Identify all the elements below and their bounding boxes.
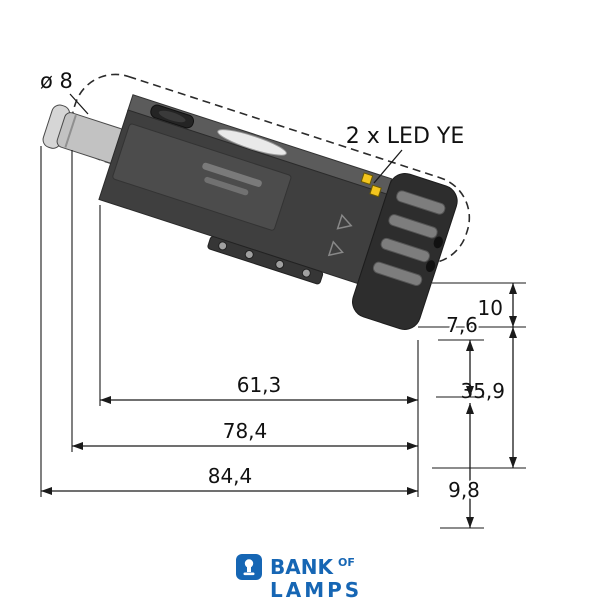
led-leader (373, 149, 403, 184)
dim-text-clamp-top: 10 (478, 296, 503, 320)
connector-ridge (64, 114, 77, 148)
printed-text-placeholder (204, 176, 249, 196)
mounting-hole (244, 250, 254, 260)
dim-text-total-length: 84,4 (208, 464, 253, 488)
led-ye-2 (369, 184, 382, 198)
sensor-assembly (42, 73, 471, 330)
dimension-total-length: 84,4 (40, 146, 418, 497)
clamp-slot (380, 237, 430, 263)
mounting-hole (218, 241, 228, 251)
front-panel (112, 123, 292, 231)
molded-arrow (336, 213, 353, 230)
dimension-clamp-top: 10 (418, 282, 526, 328)
dim-text-length-with-connector: 78,4 (223, 419, 268, 443)
clamp-slot (396, 190, 446, 215)
top-button-cap (158, 110, 186, 123)
mounting-hole (301, 268, 311, 278)
logo-word-bank: BANK (270, 555, 334, 579)
dimension-length-with-connector: 78,4 (71, 150, 418, 452)
dimension-body-length: 61,3 (99, 205, 419, 497)
clamp-slot (388, 214, 438, 239)
cable-diameter-label: ø 8 (40, 69, 73, 93)
led-ye-1 (360, 172, 374, 186)
logo-word-lamps: LAMPS (270, 578, 362, 600)
lamp-icon-bulb (244, 559, 254, 568)
cable-diameter-leader (69, 93, 89, 115)
molded-arrow (327, 240, 344, 257)
dim-text-bottom-offset: 9,8 (448, 478, 480, 502)
lamp-icon-stem (247, 567, 251, 572)
lamp-icon-base (243, 572, 255, 576)
dim-text-clamp-height: 35,9 (460, 379, 505, 403)
fiber-hole (425, 260, 436, 273)
dim-text-body-length: 61,3 (237, 373, 282, 397)
dimension-bottom-offset: 9,8 (440, 403, 484, 529)
logo-word-of: OF (338, 556, 355, 569)
clamp-slot (372, 261, 423, 286)
dimension-hole-spacing: 7,6 (436, 311, 484, 398)
printed-text-placeholder (202, 162, 262, 187)
fiber-hole (433, 236, 443, 249)
dim-text-hole-spacing: 7,6 (446, 313, 478, 337)
mounting-hole (275, 259, 285, 269)
led-label: 2 x LED YE (346, 124, 464, 149)
bank-of-lamps-logo: BANK OF LAMPS (236, 554, 362, 600)
top-display-window (217, 129, 287, 156)
mounting-tab (207, 236, 324, 285)
